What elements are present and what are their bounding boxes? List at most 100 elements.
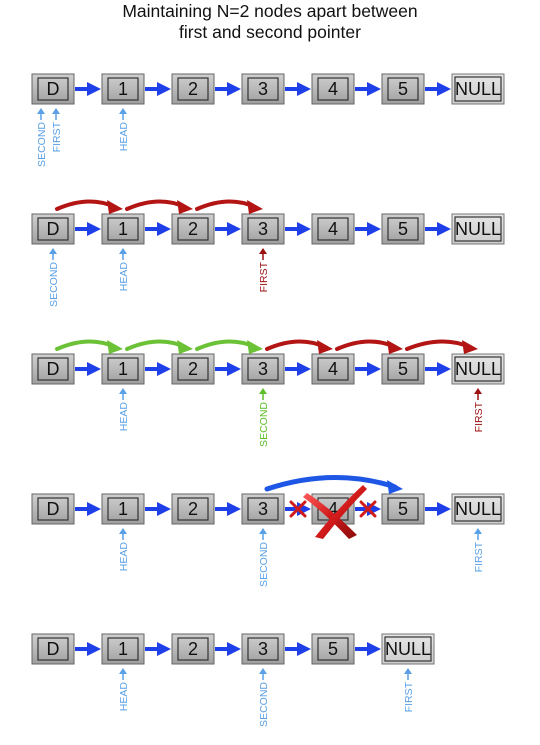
pointer-label: HEAD bbox=[118, 122, 130, 152]
pointer-second: SECOND bbox=[48, 248, 60, 307]
node-label: 5 bbox=[398, 499, 408, 519]
node-label: 2 bbox=[188, 79, 198, 99]
jump-arrow bbox=[335, 339, 403, 354]
pointer-label: FIRST bbox=[403, 681, 415, 712]
list-node-4: 4 bbox=[311, 353, 355, 385]
pointer-label: SECOND bbox=[48, 262, 60, 307]
link-arrowhead bbox=[227, 642, 241, 656]
node-label: NULL bbox=[455, 79, 501, 99]
list-node-5: 5 bbox=[381, 73, 425, 105]
row-5: D 1 2 3 5 NULL HEAD SECOND FIRST bbox=[31, 633, 435, 727]
jump-arrow bbox=[55, 199, 123, 214]
link-arrowhead bbox=[87, 362, 101, 376]
pointer-head: HEAD bbox=[118, 108, 130, 151]
jump-arrow bbox=[405, 339, 478, 354]
pointer-second: SECOND bbox=[258, 668, 270, 727]
pointer-first: FIRST bbox=[51, 108, 63, 152]
pointer-label: SECOND bbox=[258, 682, 270, 727]
list-node-1: 1 bbox=[101, 213, 145, 245]
pointer-second: SECOND bbox=[258, 528, 270, 587]
list-node-5: 5 bbox=[381, 353, 425, 385]
diagram-title-line-2: first and second pointer bbox=[179, 22, 361, 42]
link-arrowhead bbox=[437, 222, 451, 236]
node-label: 4 bbox=[328, 79, 338, 99]
list-node-D: D bbox=[31, 353, 75, 385]
node-label: 2 bbox=[188, 499, 198, 519]
null-node: NULL bbox=[451, 73, 505, 105]
pointer-label: FIRST bbox=[473, 541, 485, 572]
node-label: 5 bbox=[398, 79, 408, 99]
list-node-4: 4 bbox=[311, 73, 355, 105]
pointer-label: SECOND bbox=[258, 402, 270, 447]
pointer-label: FIRST bbox=[258, 261, 270, 292]
link-arrowhead bbox=[227, 222, 241, 236]
pointer-label: HEAD bbox=[118, 402, 130, 432]
node-label: 5 bbox=[328, 639, 338, 659]
list-node-3: 3 bbox=[241, 213, 285, 245]
pointer-head: HEAD bbox=[118, 528, 130, 571]
pointer-label: FIRST bbox=[473, 401, 485, 432]
list-node-3: 3 bbox=[241, 493, 285, 525]
link-arrowhead bbox=[437, 82, 451, 96]
link-arrowhead bbox=[367, 222, 381, 236]
link-arrowhead bbox=[297, 82, 311, 96]
pointer-head: HEAD bbox=[118, 388, 130, 431]
link-arrowhead bbox=[157, 642, 171, 656]
node-label: D bbox=[47, 499, 60, 519]
list-node-1: 1 bbox=[101, 493, 145, 525]
node-label: 4 bbox=[328, 359, 338, 379]
link-arrowhead bbox=[297, 222, 311, 236]
node-label: 2 bbox=[188, 219, 198, 239]
link-arrowhead bbox=[87, 222, 101, 236]
list-node-D: D bbox=[31, 73, 75, 105]
link-arrowhead bbox=[157, 222, 171, 236]
link-arrowhead bbox=[157, 82, 171, 96]
null-node: NULL bbox=[451, 353, 505, 385]
pointer-first: FIRST bbox=[403, 668, 415, 712]
node-label: 2 bbox=[188, 639, 198, 659]
list-node-2: 2 bbox=[171, 493, 215, 525]
jump-arrow bbox=[195, 339, 263, 354]
null-node: NULL bbox=[381, 633, 435, 665]
node-label: NULL bbox=[455, 359, 501, 379]
list-node-3: 3 bbox=[241, 633, 285, 665]
list-node-2: 2 bbox=[171, 73, 215, 105]
list-node-3: 3 bbox=[241, 73, 285, 105]
pointer-first: FIRST bbox=[473, 528, 485, 572]
node-label: 4 bbox=[328, 499, 338, 519]
link-arrowhead bbox=[87, 502, 101, 516]
node-label: 3 bbox=[258, 79, 268, 99]
node-label: 3 bbox=[258, 639, 268, 659]
pointer-label: HEAD bbox=[118, 682, 130, 712]
node-label: 1 bbox=[118, 219, 128, 239]
pointer-head: HEAD bbox=[118, 668, 130, 711]
node-label: 5 bbox=[398, 359, 408, 379]
link-arrowhead bbox=[297, 362, 311, 376]
jump-arrow bbox=[125, 199, 193, 214]
link-arrowhead bbox=[367, 82, 381, 96]
removed-link-cross-icon bbox=[359, 500, 377, 518]
list-node-2: 2 bbox=[171, 213, 215, 245]
jump-arrow bbox=[264, 475, 403, 494]
link-arrowhead bbox=[437, 362, 451, 376]
node-label: D bbox=[47, 359, 60, 379]
pointer-label: HEAD bbox=[118, 542, 130, 572]
pointer-second: SECOND bbox=[258, 388, 270, 447]
list-node-1: 1 bbox=[101, 633, 145, 665]
diagram-title-line-1: Maintaining N=2 nodes apart between bbox=[122, 1, 418, 21]
node-label: NULL bbox=[385, 639, 431, 659]
link-arrowhead bbox=[227, 362, 241, 376]
link-arrowhead bbox=[227, 502, 241, 516]
node-label: 3 bbox=[258, 499, 268, 519]
node-label: 1 bbox=[118, 639, 128, 659]
list-node-D: D bbox=[31, 493, 75, 525]
pointer-label: HEAD bbox=[118, 262, 130, 292]
pointer-first: FIRST bbox=[258, 248, 270, 292]
link-arrowhead bbox=[157, 362, 171, 376]
list-node-D: D bbox=[31, 633, 75, 665]
null-node: NULL bbox=[451, 213, 505, 245]
link-arrowhead bbox=[367, 362, 381, 376]
link-arrowhead bbox=[437, 502, 451, 516]
